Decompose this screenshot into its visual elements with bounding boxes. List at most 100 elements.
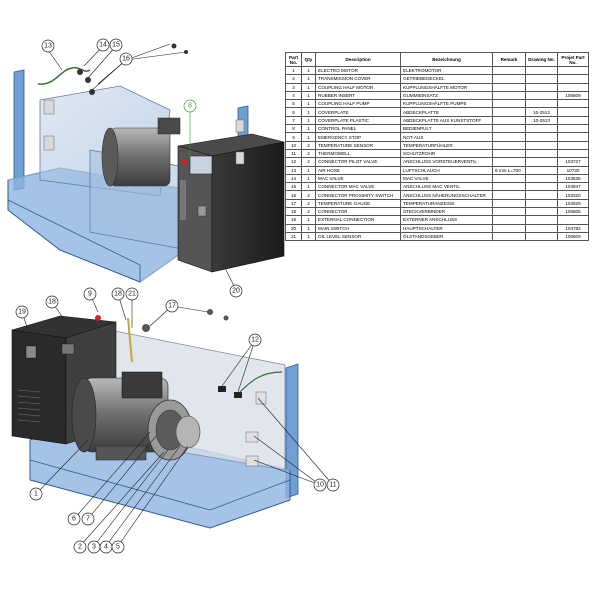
cell-remark — [492, 157, 526, 167]
cell-remark — [492, 99, 526, 109]
cell-qty: 1 — [301, 165, 316, 175]
cell-remark — [492, 198, 526, 209]
callout-2: 2 — [78, 544, 82, 551]
bottom-assembly-view — [11, 309, 299, 529]
cell-project-part-no: 105609 — [557, 231, 589, 242]
cell-qty: 2 — [301, 157, 316, 167]
cell-remark — [492, 82, 526, 92]
cell-qty: 1 — [301, 74, 316, 84]
cell-remark — [492, 132, 526, 142]
cell-project-part-no — [557, 124, 589, 134]
cell-drawing-no — [525, 207, 558, 217]
header-part-no: Part No. — [285, 52, 302, 67]
top-assembly-view — [7, 43, 285, 283]
header-qty: Qty — [301, 52, 316, 67]
header-bezeichnung: Bezeichnung — [400, 52, 493, 67]
emergency-stop-icon-bottom — [95, 315, 101, 321]
cell-bezeichnung: ANSCHLUSS MAC VENTIL — [400, 182, 493, 192]
cell-drawing-no — [525, 99, 558, 109]
cell-bezeichnung: BEDIENPULT — [400, 124, 493, 134]
cell-part-no: 20 — [285, 223, 302, 233]
cell-project-part-no — [557, 82, 589, 92]
cell-description: TEMPERATURE GAUGE — [315, 198, 401, 209]
cell-drawing-no — [525, 90, 558, 101]
cell-bezeichnung: LUFTSCHLAUCH — [400, 165, 493, 175]
cell-qty: 2 — [301, 198, 316, 209]
callout-15: 15 — [112, 42, 120, 49]
cell-description: EMERGENCY STOP — [315, 132, 401, 142]
callout-12: 12 — [251, 337, 259, 344]
cell-drawing-no — [525, 140, 558, 150]
cell-part-no: 4 — [285, 90, 302, 101]
cell-remark — [492, 115, 526, 126]
cell-qty: 2 — [301, 148, 316, 159]
control-cabinet-top — [177, 133, 285, 273]
callout-4: 4 — [104, 544, 108, 551]
sensor-cable — [239, 371, 283, 393]
cell-description: TRANSMISSION COVER — [315, 74, 401, 84]
cell-part-no: 6 — [285, 107, 302, 117]
parts-list-table: Part No. Qty Description Bezeichnung Rem… — [285, 52, 589, 242]
cell-remark: 6 mm L=700 — [492, 165, 526, 175]
cell-remark — [492, 148, 526, 159]
cell-remark — [492, 90, 526, 101]
cell-bezeichnung: ABDECKPLATTE — [400, 107, 493, 117]
cell-bezeichnung: STECKVERBINDER — [400, 207, 493, 217]
cell-part-no: 11 — [285, 148, 302, 159]
cell-drawing-no: 10-2512 — [525, 107, 558, 117]
cell-remark — [492, 215, 526, 225]
callout-3: 3 — [92, 544, 96, 551]
cell-qty: 1 — [301, 65, 316, 76]
cell-qty: 1 — [301, 124, 316, 134]
cell-drawing-no — [525, 165, 558, 175]
electro-motor-bottom — [71, 371, 201, 461]
callout-8: 8 — [188, 103, 192, 110]
cell-project-part-no: 105505 — [557, 207, 589, 217]
callout-14: 14 — [99, 42, 107, 49]
cell-remark — [492, 124, 526, 134]
callout-1: 1 — [34, 491, 38, 498]
cell-part-no: 9 — [285, 132, 302, 142]
callout-10: 10 — [316, 482, 324, 489]
cell-project-part-no: 103320 — [557, 190, 589, 200]
cell-part-no: 13 — [285, 165, 302, 175]
cell-bezeichnung: EXTERNER ANSCHLUSS — [400, 215, 493, 225]
cell-project-part-no: 105609 — [557, 90, 589, 101]
mac-valve-fittings — [77, 43, 188, 95]
cell-project-part-no — [557, 148, 589, 159]
cell-part-no: 15 — [285, 182, 302, 192]
cell-qty: 1 — [301, 182, 316, 192]
cell-part-no: 7 — [285, 115, 302, 126]
cell-project-part-no — [557, 115, 589, 126]
callout-18-b: 18 — [48, 299, 56, 306]
cell-description: TEMPERATURE SENSOR — [315, 140, 401, 150]
cell-drawing-no — [525, 173, 558, 184]
cell-bezeichnung: ÖLSTANDSGEBER — [400, 231, 493, 242]
cell-bezeichnung: KUPPLUNGSHÄLFTE PUMPE — [400, 99, 493, 109]
callout-11: 11 — [329, 482, 336, 489]
callout-13: 13 — [44, 43, 52, 50]
cell-part-no: 12 — [285, 157, 302, 167]
cell-drawing-no — [525, 215, 558, 225]
cell-part-no: 5 — [285, 99, 302, 109]
header-project-part-no: Projet Part No. — [557, 52, 589, 67]
cell-project-part-no — [557, 99, 589, 109]
cell-remark — [492, 182, 526, 192]
cell-description: EXTERNAL CONNECTION — [315, 215, 401, 225]
cell-project-part-no — [557, 65, 589, 76]
cell-description: AIR HOSE — [315, 165, 401, 175]
cell-bezeichnung: TEMPERATURANZEIGE — [400, 198, 493, 209]
cell-drawing-no — [525, 124, 558, 134]
cell-part-no: 1 — [285, 65, 302, 76]
